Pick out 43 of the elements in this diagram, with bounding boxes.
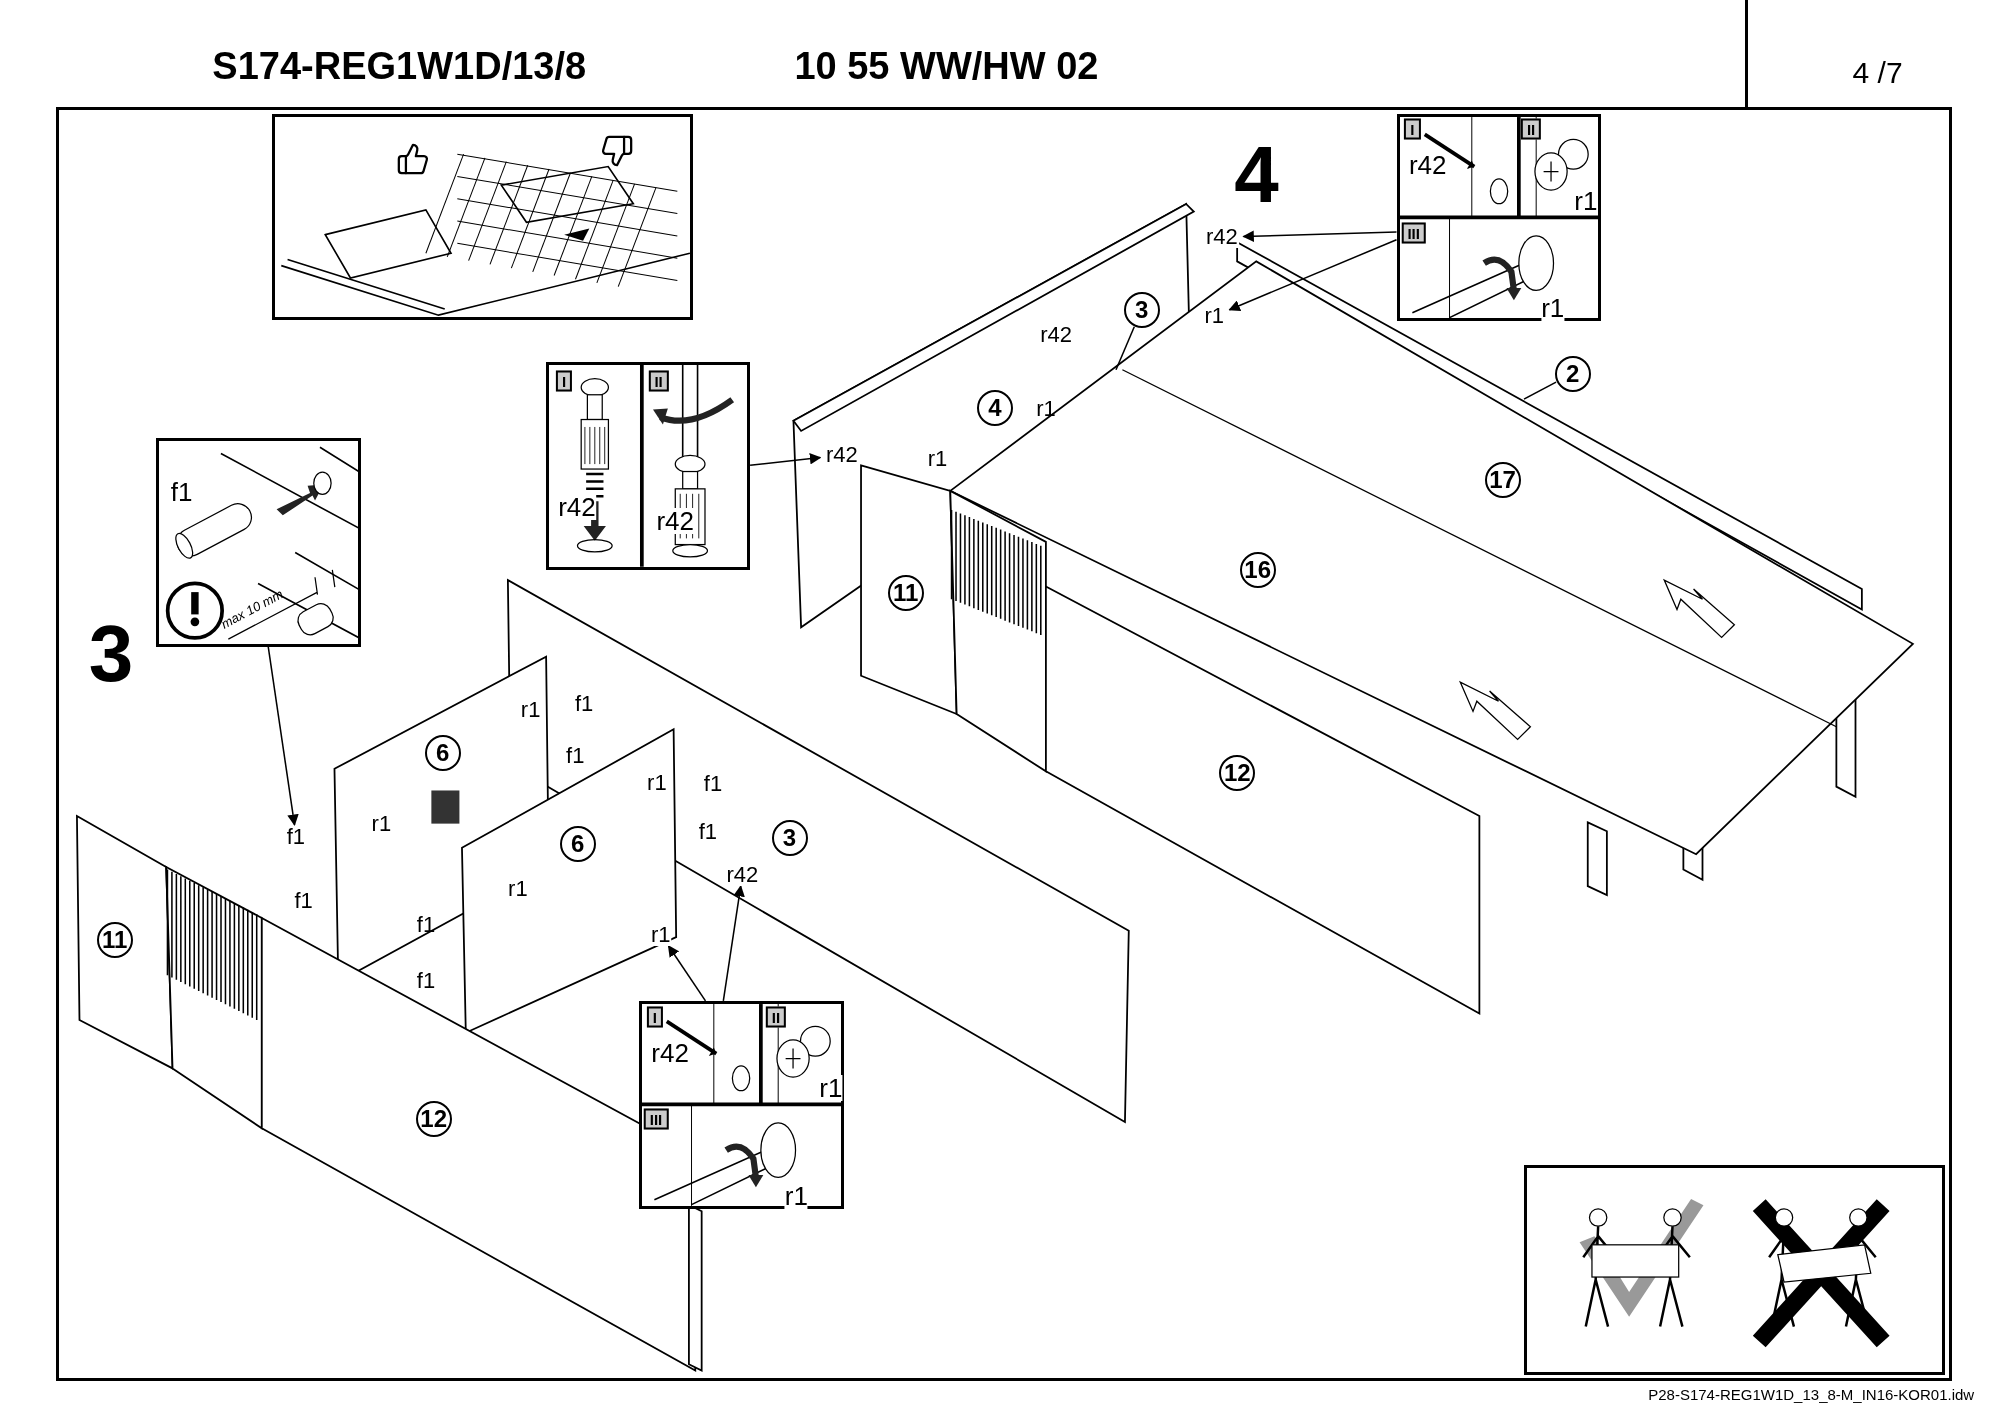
- part-label: r1: [371, 812, 392, 835]
- header-text: 10 55 WW/HW 02: [794, 47, 1099, 86]
- part-label: r1: [508, 878, 528, 900]
- part-label: r42: [1040, 324, 1072, 347]
- part-label: f1: [294, 889, 313, 912]
- step-tag: I: [1404, 118, 1421, 140]
- part-label: f1: [566, 745, 585, 768]
- step-tag: III: [1401, 222, 1426, 244]
- step-number: 3: [88, 614, 134, 695]
- header-text: S174-REG1W1D/13/8: [212, 47, 587, 86]
- part-label: r1: [927, 448, 948, 471]
- step-tag: I: [556, 370, 573, 392]
- step-tag: I: [646, 1006, 663, 1028]
- part-label: r42: [558, 493, 596, 520]
- page-number: 4 /7: [1852, 57, 1903, 88]
- step-tag: II: [1520, 118, 1542, 140]
- arrow: [1242, 230, 1398, 242]
- dimension-text: max 10 mm: [218, 587, 285, 631]
- step-tag: III: [643, 1108, 669, 1130]
- part-label: f1: [575, 693, 594, 716]
- part-label: f1: [698, 820, 718, 843]
- arrow: [722, 884, 745, 1002]
- part-label: r1: [1036, 398, 1056, 421]
- part-label: f1: [703, 773, 723, 796]
- leader-line: [1115, 326, 1136, 371]
- part-label: r1: [520, 699, 541, 722]
- part-label: r1: [647, 772, 667, 795]
- callout-number: 2: [1554, 355, 1591, 392]
- part-label: r42: [725, 864, 760, 886]
- arrow: [667, 945, 707, 1002]
- file-name: P28-S174-REG1W1D_13_8-M_IN16-KOR01.idw: [1648, 1386, 1975, 1402]
- arrow: [1228, 238, 1398, 312]
- part-label: f1: [416, 913, 436, 936]
- step-tag: II: [648, 370, 669, 392]
- part-label: r42: [1205, 226, 1239, 249]
- arrow: [749, 453, 822, 467]
- part-label: r1: [819, 1075, 843, 1102]
- arrow: [267, 645, 299, 827]
- part-label: r42: [656, 507, 694, 534]
- step-number: 4: [1234, 134, 1279, 215]
- step-tag: II: [765, 1006, 787, 1028]
- leader-line: [1523, 381, 1557, 400]
- part-label: f1: [416, 969, 436, 992]
